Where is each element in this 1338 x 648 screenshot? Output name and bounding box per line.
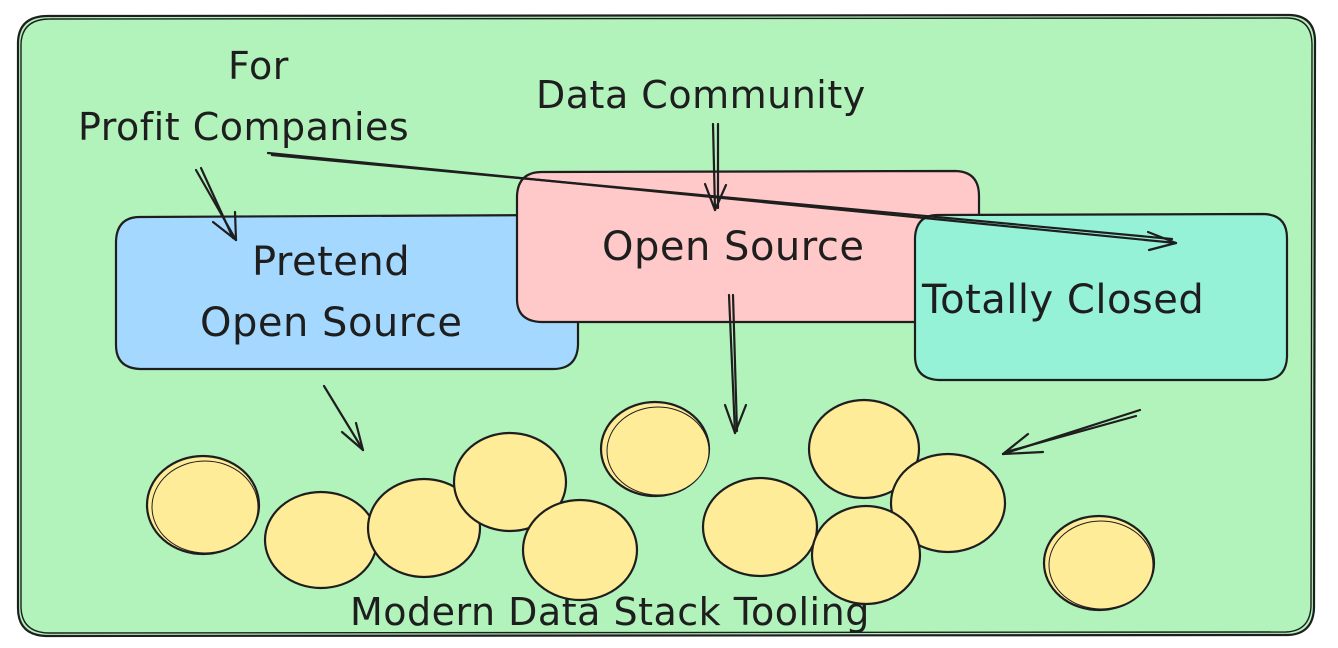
totally-closed-box bbox=[913, 212, 1289, 382]
tool-circle bbox=[701, 476, 819, 578]
data-community-label: Data Community bbox=[536, 73, 866, 117]
arrow-pretend-to-tools bbox=[322, 384, 365, 452]
arrow-open-source-to-tools bbox=[723, 293, 748, 435]
ecosystem-border-sketch bbox=[20, 17, 1313, 634]
for-profit-label-line2: Profit Companies bbox=[78, 105, 409, 149]
tooling-circles bbox=[145, 398, 1156, 612]
arrow-closed-to-tools bbox=[1001, 408, 1142, 456]
tool-circle bbox=[1048, 520, 1154, 610]
open-source-label: Open Source bbox=[602, 224, 864, 270]
tool-circle bbox=[807, 398, 921, 500]
tool-circle bbox=[452, 431, 568, 533]
arrows bbox=[194, 122, 1178, 456]
pretend-label-line1: Pretend bbox=[252, 239, 410, 285]
tool-circle bbox=[889, 452, 1007, 554]
totally-closed-label: Totally Closed bbox=[921, 277, 1204, 323]
tool-circle bbox=[521, 498, 639, 602]
pretend-label-line2: Open Source bbox=[200, 300, 462, 346]
arrow-for-profit-to-closed bbox=[266, 151, 1178, 252]
tool-circle bbox=[366, 477, 482, 579]
for-profit-label-line1: For bbox=[228, 44, 289, 88]
tool-circle bbox=[151, 460, 259, 554]
arrow-for-profit-to-pretend bbox=[194, 166, 238, 242]
tool-circle bbox=[810, 504, 922, 606]
arrow-community-to-open-source bbox=[703, 122, 728, 212]
tool-circle bbox=[263, 490, 379, 590]
tool-circle bbox=[606, 406, 710, 496]
totally-closed-shape bbox=[913, 212, 1289, 382]
tooling-label: Modern Data Stack Tooling bbox=[350, 590, 870, 634]
